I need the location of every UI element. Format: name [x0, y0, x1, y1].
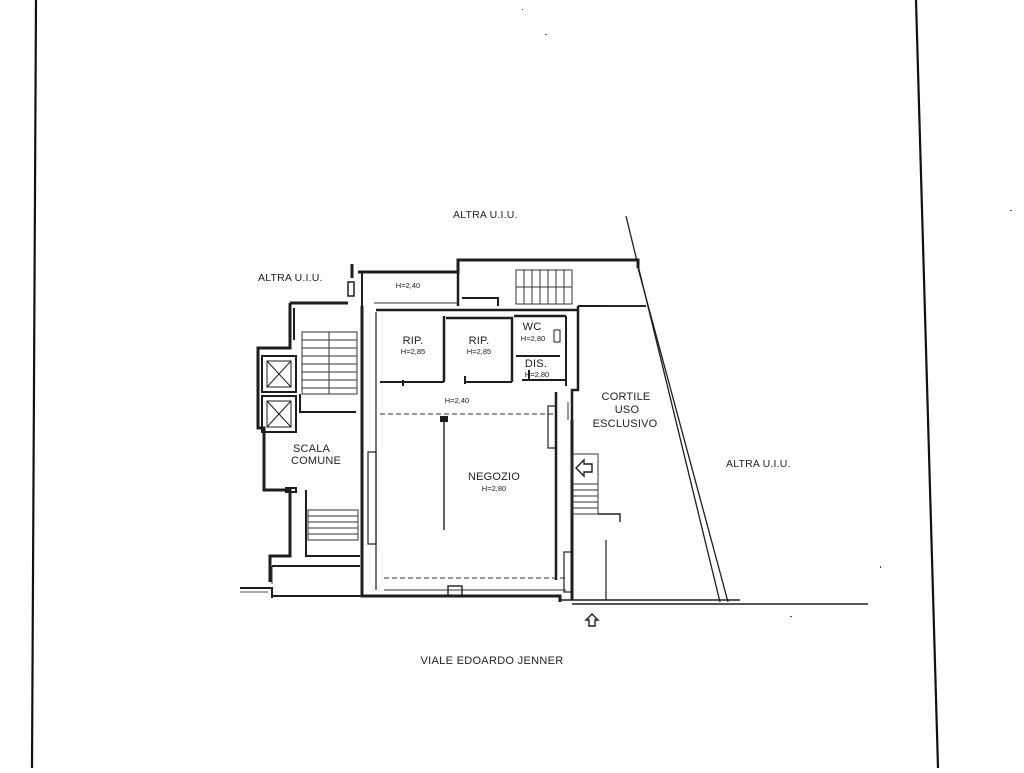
- label-cortile: CORTILE: [602, 391, 651, 403]
- stair-treads-top: [516, 270, 572, 304]
- page-border-left: [30, 0, 38, 769]
- label-uso: USO: [615, 404, 640, 416]
- elevator-shaft-1: [261, 355, 297, 393]
- street-frontage: [240, 587, 868, 605]
- elevator-shaft-2: [261, 395, 297, 433]
- main-unit: [347, 258, 640, 602]
- label-comune: COMUNE: [291, 455, 341, 467]
- label-dis: DIS.: [525, 358, 547, 370]
- label-rip-2-height: H=2,85: [467, 347, 491, 356]
- stair-treads-lower: [308, 515, 358, 535]
- label-scala: SCALA: [293, 443, 331, 455]
- label-wc-height: H=2,80: [521, 334, 545, 343]
- label-height-top-band: H=2,40: [396, 281, 420, 290]
- label-negozio: NEGOZIO: [468, 471, 520, 483]
- scan-specks: [522, 9, 1012, 617]
- arrow-left-entrance-icon: [575, 458, 593, 478]
- label-rip-1: RIP.: [403, 335, 424, 347]
- label-altra-uiu-right: ALTRA U.I.U.: [726, 458, 791, 470]
- private-courtyard: [567, 215, 729, 603]
- stair-treads-upper: [302, 332, 357, 394]
- arrow-up-entrance-icon: [584, 613, 600, 627]
- label-altra-uiu-left: ALTRA U.I.U.: [258, 272, 323, 284]
- label-height-corridor: H=2,40: [445, 396, 469, 405]
- label-rip-1-height: H=2,85: [401, 347, 425, 356]
- label-wc: WC: [523, 321, 542, 333]
- stair-flight-lower: [307, 509, 359, 541]
- label-street-name: VIALE EDOARDO JENNER: [421, 655, 564, 667]
- common-stairwell: [256, 301, 360, 584]
- boundary-diagonal-2: [637, 267, 729, 603]
- column-post: [347, 281, 355, 297]
- label-rip-2: RIP.: [469, 335, 490, 347]
- label-dis-height: H=2,80: [525, 370, 549, 379]
- page-border-right: [914, 0, 940, 769]
- front-door-mark: [447, 585, 463, 597]
- label-esclusivo: ESCLUSIVO: [593, 418, 658, 430]
- label-negozio-height: H=2,80: [482, 484, 506, 493]
- label-altra-uiu-top: ALTRA U.I.U.: [453, 209, 518, 221]
